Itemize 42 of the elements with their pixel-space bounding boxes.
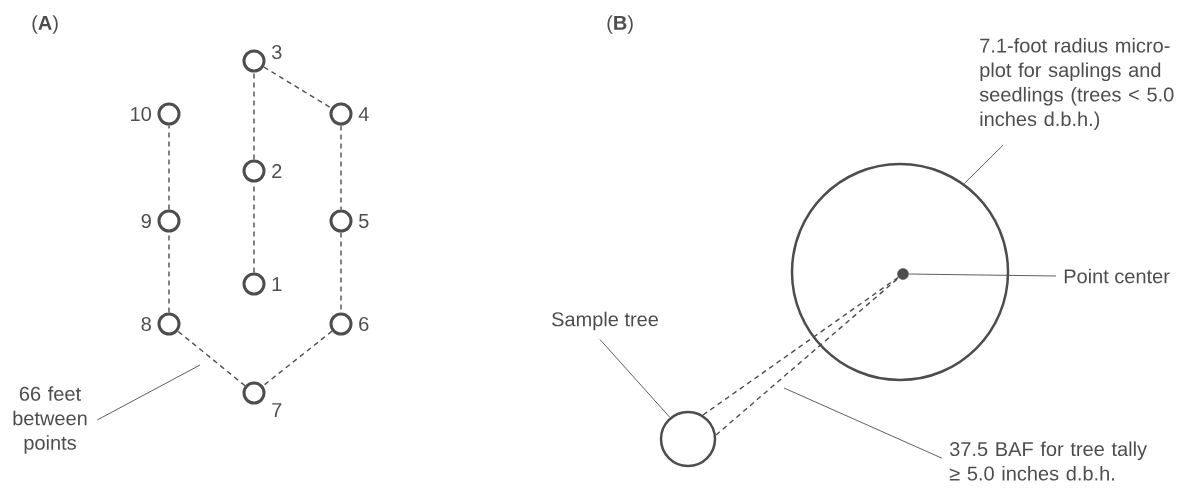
point-number: 8	[141, 316, 151, 332]
plot-point-circle	[329, 312, 353, 336]
plot-point-circle	[157, 312, 181, 336]
plot-point-circle	[242, 49, 266, 73]
point-number: 7	[272, 403, 282, 417]
plot-point-circle	[329, 209, 353, 233]
connector-line	[263, 66, 332, 109]
tree-circle	[659, 410, 717, 468]
leader-line	[783, 387, 943, 459]
point-number: 9	[141, 213, 151, 229]
plot-point-circle	[242, 159, 266, 183]
connector-line	[262, 330, 333, 387]
callout-text: Sample tree	[552, 311, 658, 331]
point-number: 3	[271, 44, 282, 60]
connector-line	[253, 71, 255, 161]
callout-text: 7.1-foot radius micro-plot for saplings and seedlings (trees < 5.0 inches d.b.h.)	[979, 37, 1174, 131]
plot-point-circle	[242, 272, 266, 296]
connector-line	[340, 124, 342, 211]
microplot-circle	[790, 162, 1010, 382]
plot-point-circle	[157, 209, 181, 233]
callout-text: 66 feet between points	[13, 386, 87, 454]
connector-line	[702, 276, 899, 416]
panel-label: (A)	[32, 15, 58, 34]
point-number: 5	[359, 214, 369, 228]
leader-line	[96, 364, 201, 421]
leader-line	[963, 144, 1004, 185]
panel-label: (B)	[607, 15, 633, 34]
connector-line	[715, 277, 900, 436]
leader-line	[599, 339, 671, 418]
point-number: 6	[359, 316, 369, 332]
plot-point-circle	[157, 102, 181, 126]
point-number: 1	[272, 277, 282, 291]
point-number: 2	[272, 164, 282, 178]
callout-text: Point center	[1064, 268, 1170, 284]
connector-line	[177, 330, 246, 387]
connector-line	[168, 124, 170, 211]
plot-point-circle	[329, 102, 353, 126]
point-number: 10	[131, 106, 151, 122]
callout-text: 37.5 BAF for tree tally ≥ 5.0 inches d.b.h.	[949, 441, 1147, 481]
leader-line	[908, 273, 1057, 277]
point-number: 4	[358, 107, 369, 121]
plot-point-circle	[242, 381, 266, 405]
